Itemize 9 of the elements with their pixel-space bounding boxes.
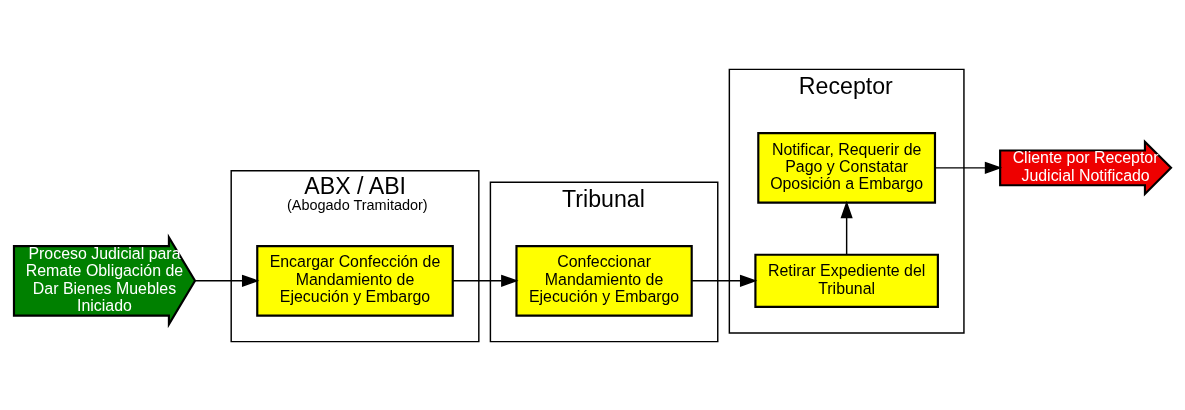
node-box: Notificar, Requerir de Pago y Constatar Oposición a Embargo [757,131,937,204]
node-box: Confeccionar Mandamiento de Ejecución y Embargo [515,244,693,317]
arrow [840,200,853,255]
arrow [934,161,1003,174]
node-box: Encargar Confección de Mandamiento de Ejecución y Embargo [256,244,454,317]
node-box: Retirar Expediente del Tribunal [754,253,939,308]
arrow [194,274,260,287]
arrow [452,274,519,287]
arrow [691,274,758,287]
